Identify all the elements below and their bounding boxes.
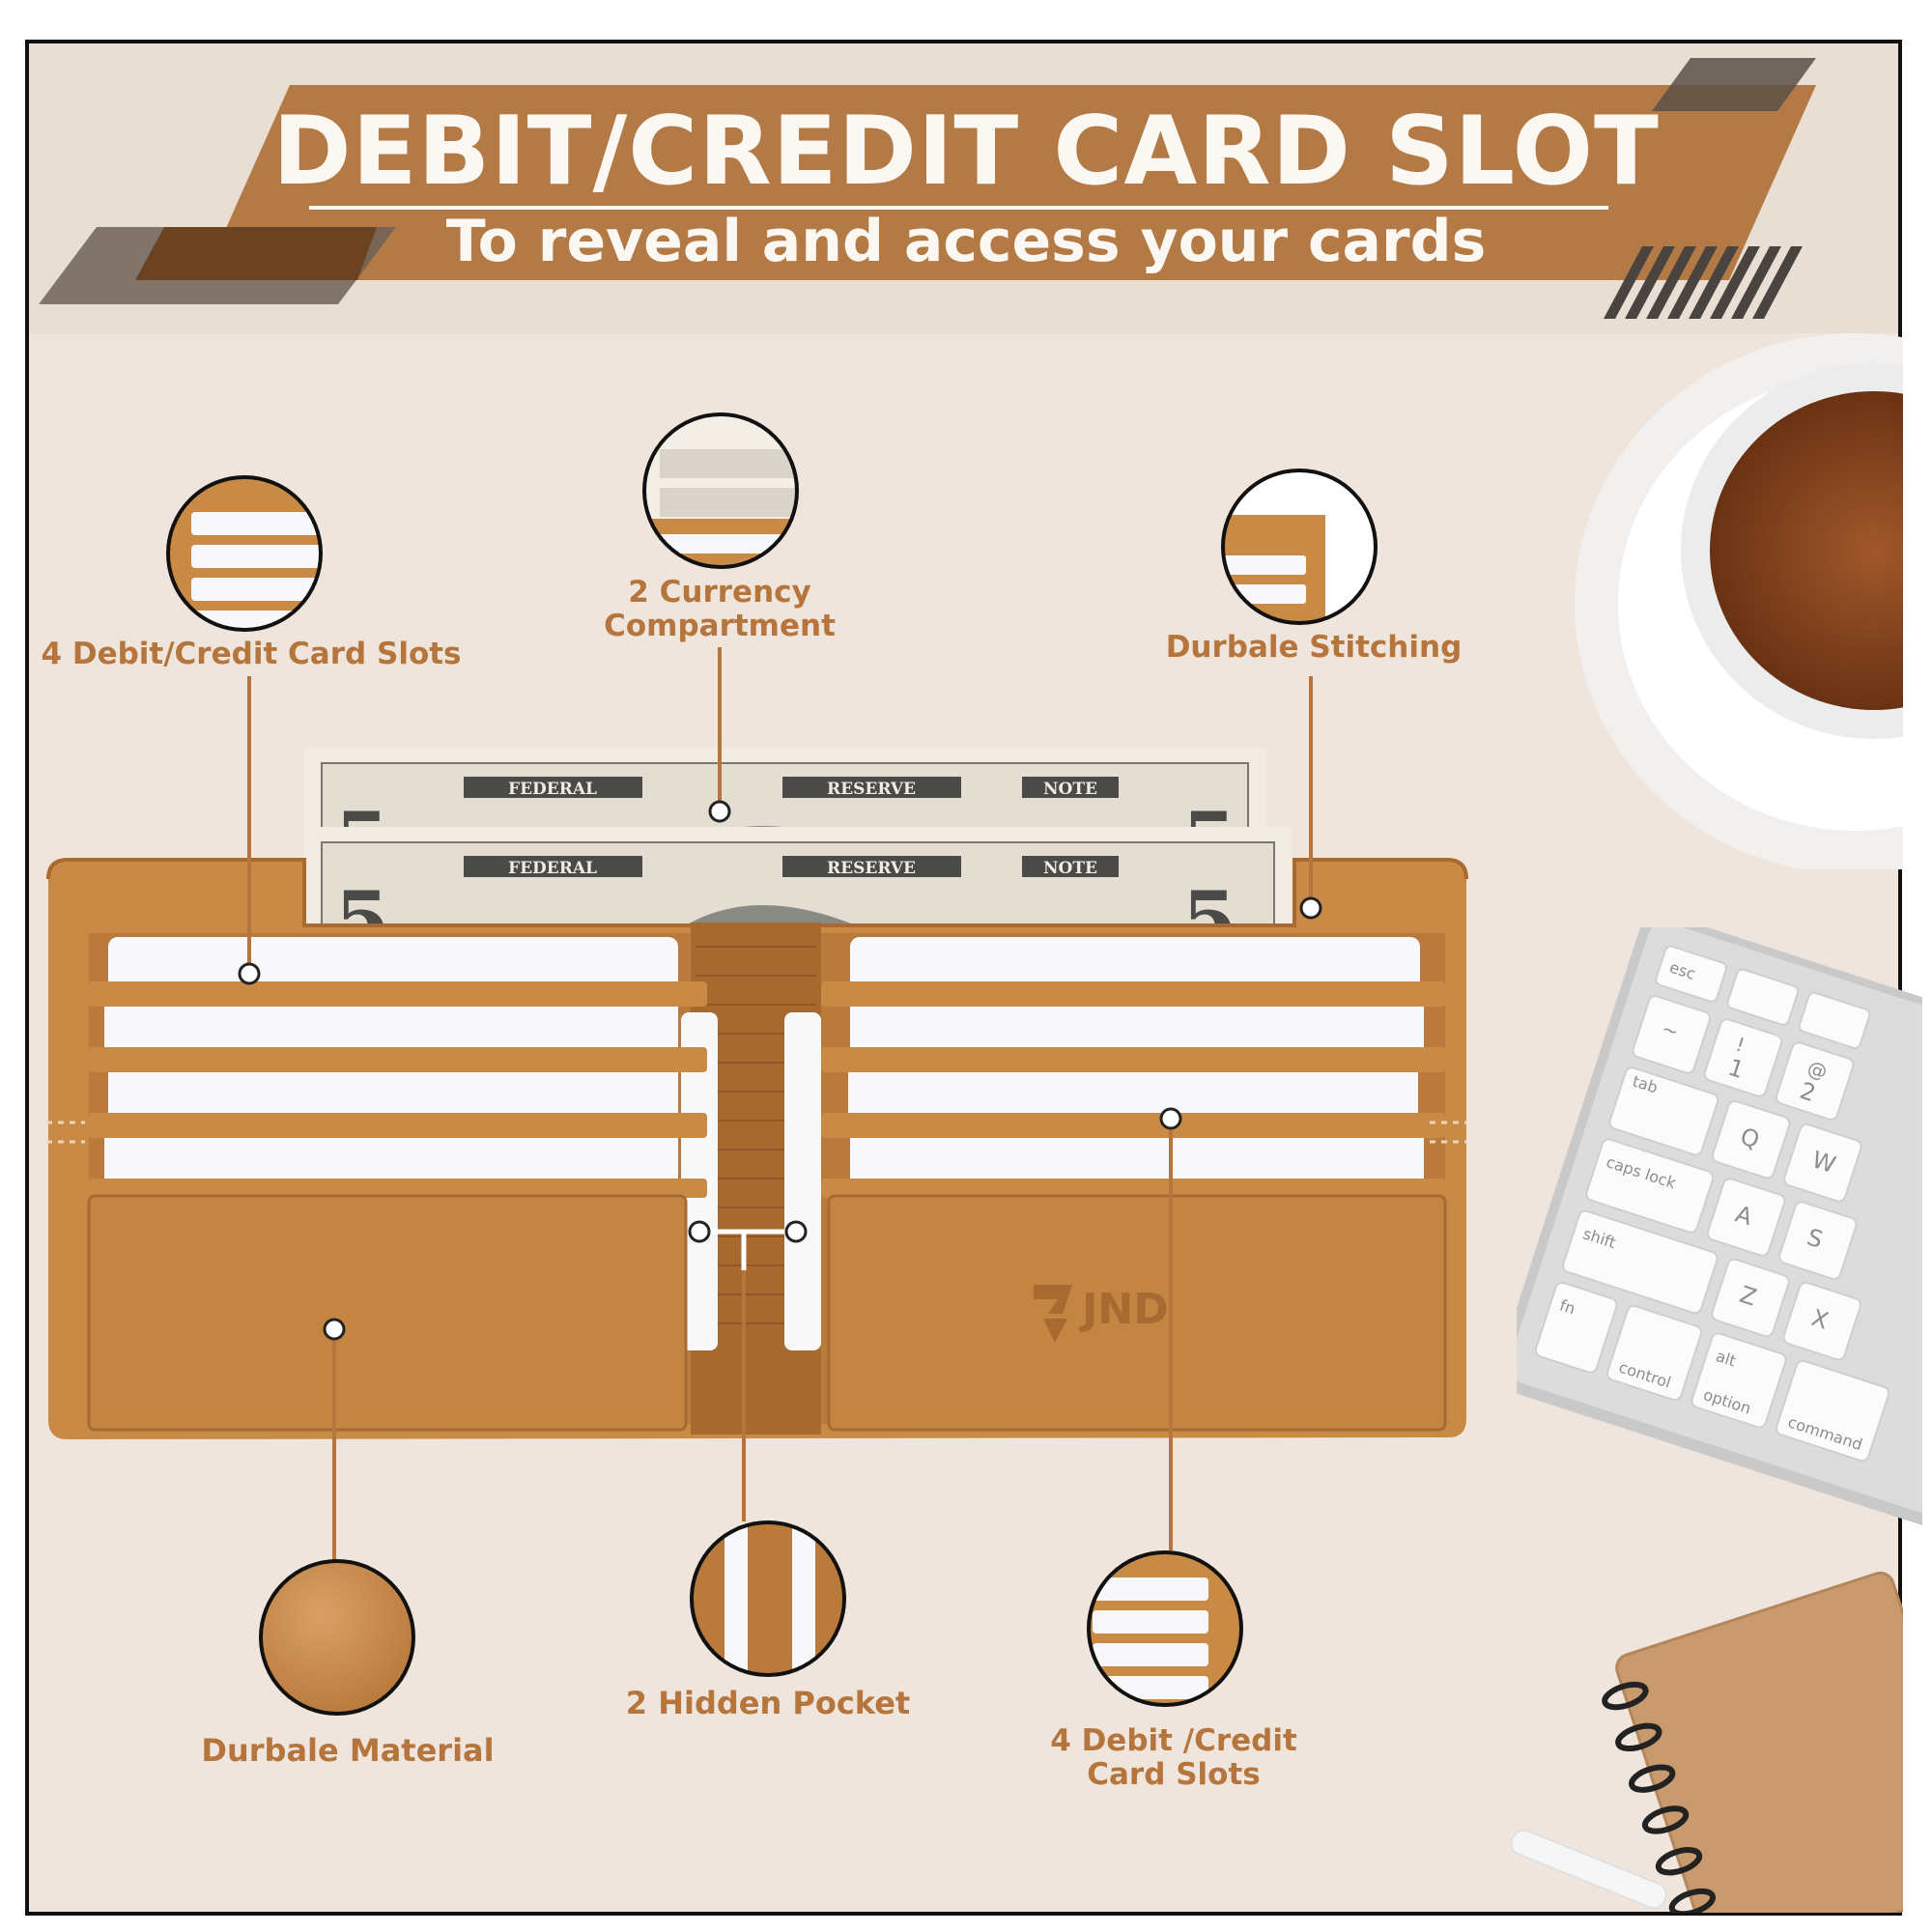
zoom-card-slots-left: [166, 475, 323, 632]
notebook: [1602, 1571, 1903, 1913]
feature-label-material: Durbale Material: [201, 1732, 495, 1769]
feature-label-hidden-pocket: 2 Hidden Pocket: [625, 1685, 911, 1721]
brand-logo-text: JND: [1079, 1285, 1169, 1334]
header-subtitle: To reveal and access your cards: [445, 208, 1487, 275]
banknote-text-note: NOTE: [1043, 780, 1097, 799]
keyboard: esc tab caps lock shift fn control alt o…: [1517, 927, 1922, 1548]
key-fn: fn: [1557, 1296, 1577, 1319]
banknote-text-reserve: RESERVE: [827, 780, 916, 799]
zoom-material: [259, 1559, 415, 1716]
feature-label-card-slots-left: 4 Debit/Credit Card Slots: [41, 637, 462, 671]
brand-logo: JND: [1034, 1285, 1169, 1343]
header-banner: [39, 58, 1816, 319]
zoom-hidden-pocket: [690, 1520, 846, 1677]
wallet: FEDERAL RESERVE NOTE 5 5 FEDERAL RESERVE…: [46, 748, 1468, 1439]
header-title: DEBIT/CREDIT CARD SLOT: [272, 97, 1660, 207]
banknote-front-text-reserve: RESERVE: [827, 859, 916, 878]
feature-label-stitching: Durbale Stitching: [1165, 630, 1463, 665]
banknote-front-text-note: NOTE: [1043, 859, 1097, 878]
zoom-card-slots-right: [1087, 1550, 1243, 1707]
banknote-front-text-federal: FEDERAL: [508, 859, 597, 878]
coffee-cup: [1575, 333, 1903, 869]
key-tilde: ~: [1659, 1016, 1681, 1043]
zoom-currency: [642, 412, 799, 569]
feature-label-currency: 2 Currency Compartment: [604, 575, 836, 643]
banknote-text-federal: FEDERAL: [508, 780, 597, 799]
pen: [1510, 1829, 1667, 1910]
feature-label-card-slots-right: 4 Debit /Credit Card Slots: [1050, 1723, 1297, 1792]
zoom-stitching: [1221, 469, 1378, 625]
